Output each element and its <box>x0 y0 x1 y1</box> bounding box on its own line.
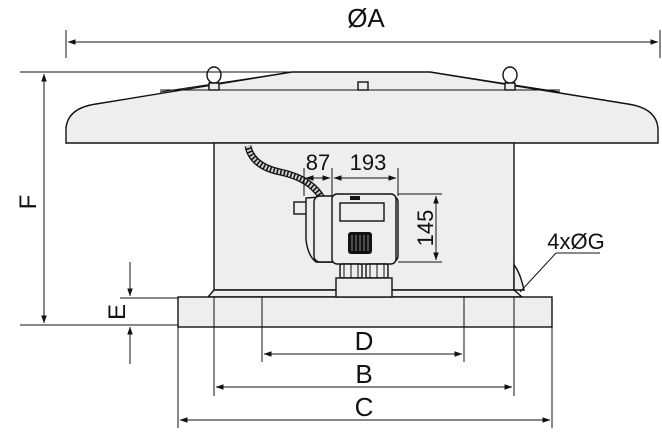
cable-gland-right-icon <box>365 263 389 279</box>
dimension-a: ØA <box>65 3 661 58</box>
dimension-g: 4xØG <box>519 229 605 293</box>
label-box-height: 145 <box>413 210 438 247</box>
label-b: B <box>355 359 372 389</box>
dimension-box-height: 145 <box>398 193 442 263</box>
label-f: F <box>15 195 42 210</box>
label-box-width: 193 <box>350 150 387 175</box>
label-g: 4xØG <box>547 229 604 254</box>
dimension-e: E <box>104 262 178 364</box>
dimension-b: B <box>213 327 515 396</box>
lifting-eye-right-icon <box>502 66 518 91</box>
label-e: E <box>104 304 131 320</box>
label-box-offset: 87 <box>306 150 330 175</box>
lifting-eye-left-icon <box>206 66 222 91</box>
dimension-box-width: 193 <box>333 150 399 196</box>
label-a: ØA <box>347 3 385 33</box>
dimension-c: C <box>177 327 553 428</box>
label-c: C <box>355 392 374 422</box>
center-bolt-icon <box>357 81 369 91</box>
dimension-box-offset: 87 <box>303 150 333 196</box>
dimension-d: D <box>261 326 465 362</box>
base-flange <box>177 296 553 328</box>
label-d: D <box>355 326 374 356</box>
dimension-f: F <box>15 71 295 326</box>
switch-box <box>293 193 399 298</box>
switch-knob-icon <box>348 232 372 254</box>
cable-gland-left-icon <box>339 263 363 279</box>
cable-conduit <box>244 145 330 210</box>
